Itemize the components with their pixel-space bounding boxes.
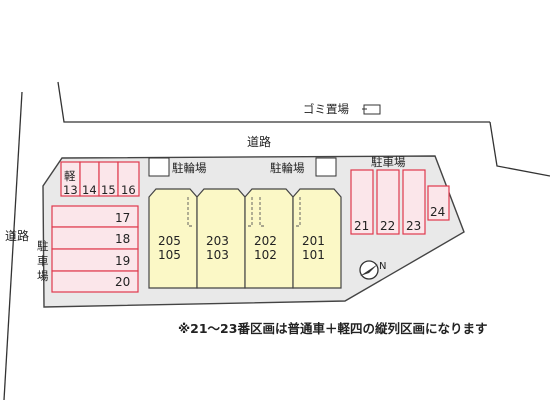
parking-20-label: 20 <box>115 275 130 289</box>
parking-left-group <box>51 205 139 293</box>
parking-space-23 <box>402 169 426 235</box>
garbage-area-label: ゴミ置場 <box>303 102 349 116</box>
parking-24-label: 24 <box>430 205 445 219</box>
building <box>148 188 342 289</box>
bike-parking-left <box>148 157 170 177</box>
parking-13-label: 13 <box>63 183 78 197</box>
parking-left-label-1: 駐 <box>37 239 49 253</box>
parking-space-24 <box>427 185 450 221</box>
parking-left-label-2: 車 <box>37 254 49 268</box>
unit-202-label: 202 <box>254 234 277 248</box>
road-top-boundary-left <box>57 81 490 123</box>
kei-label: 軽 <box>64 169 76 183</box>
parking-15-label: 15 <box>101 183 116 197</box>
parking-23-label: 23 <box>406 219 421 233</box>
bike-parking-right <box>315 157 337 177</box>
unit-103-label: 103 <box>206 248 229 262</box>
garbage-area-icon <box>362 104 381 115</box>
road-top-boundary-right <box>489 121 550 177</box>
road-left-label: 道路 <box>5 228 29 243</box>
parking-16-label: 16 <box>121 183 136 197</box>
parking-space-21 <box>350 169 374 235</box>
parking-note: ※21～23番区画は普通車＋軽四の縦列区画になります <box>178 321 487 336</box>
north-label: N <box>379 261 386 272</box>
parking-left-label-3: 場 <box>37 269 49 283</box>
parking-space-20 <box>51 270 139 293</box>
parking-right-label: 駐車場 <box>371 155 406 169</box>
unit-201-101 <box>292 188 342 289</box>
parking-space-16 <box>117 161 140 197</box>
unit-101-label: 101 <box>302 248 325 262</box>
parking-21-label: 21 <box>354 219 369 233</box>
parking-17-label: 17 <box>115 211 130 225</box>
parking-14-label: 14 <box>82 183 97 197</box>
north-arrow-icon: N <box>359 260 386 280</box>
bike-parking-left-label: 駐輪場 <box>172 161 207 175</box>
parking-space-22 <box>376 169 400 235</box>
unit-201-label: 201 <box>302 234 325 248</box>
road-left-boundary <box>3 91 23 400</box>
bike-parking-right-label: 駐輪場 <box>270 161 305 175</box>
parking-right-group <box>350 169 450 235</box>
parking-top-group <box>60 161 140 197</box>
parking-22-label: 22 <box>380 219 395 233</box>
unit-205-label: 205 <box>158 234 181 248</box>
unit-203-label: 203 <box>206 234 229 248</box>
building-dashed-lines <box>187 197 301 227</box>
unit-105-label: 105 <box>158 248 181 262</box>
parking-19-label: 19 <box>115 254 130 268</box>
unit-102-label: 102 <box>254 248 277 262</box>
parking-18-label: 18 <box>115 232 130 246</box>
road-top-label: 道路 <box>247 134 271 149</box>
road-boundaries <box>3 81 550 400</box>
